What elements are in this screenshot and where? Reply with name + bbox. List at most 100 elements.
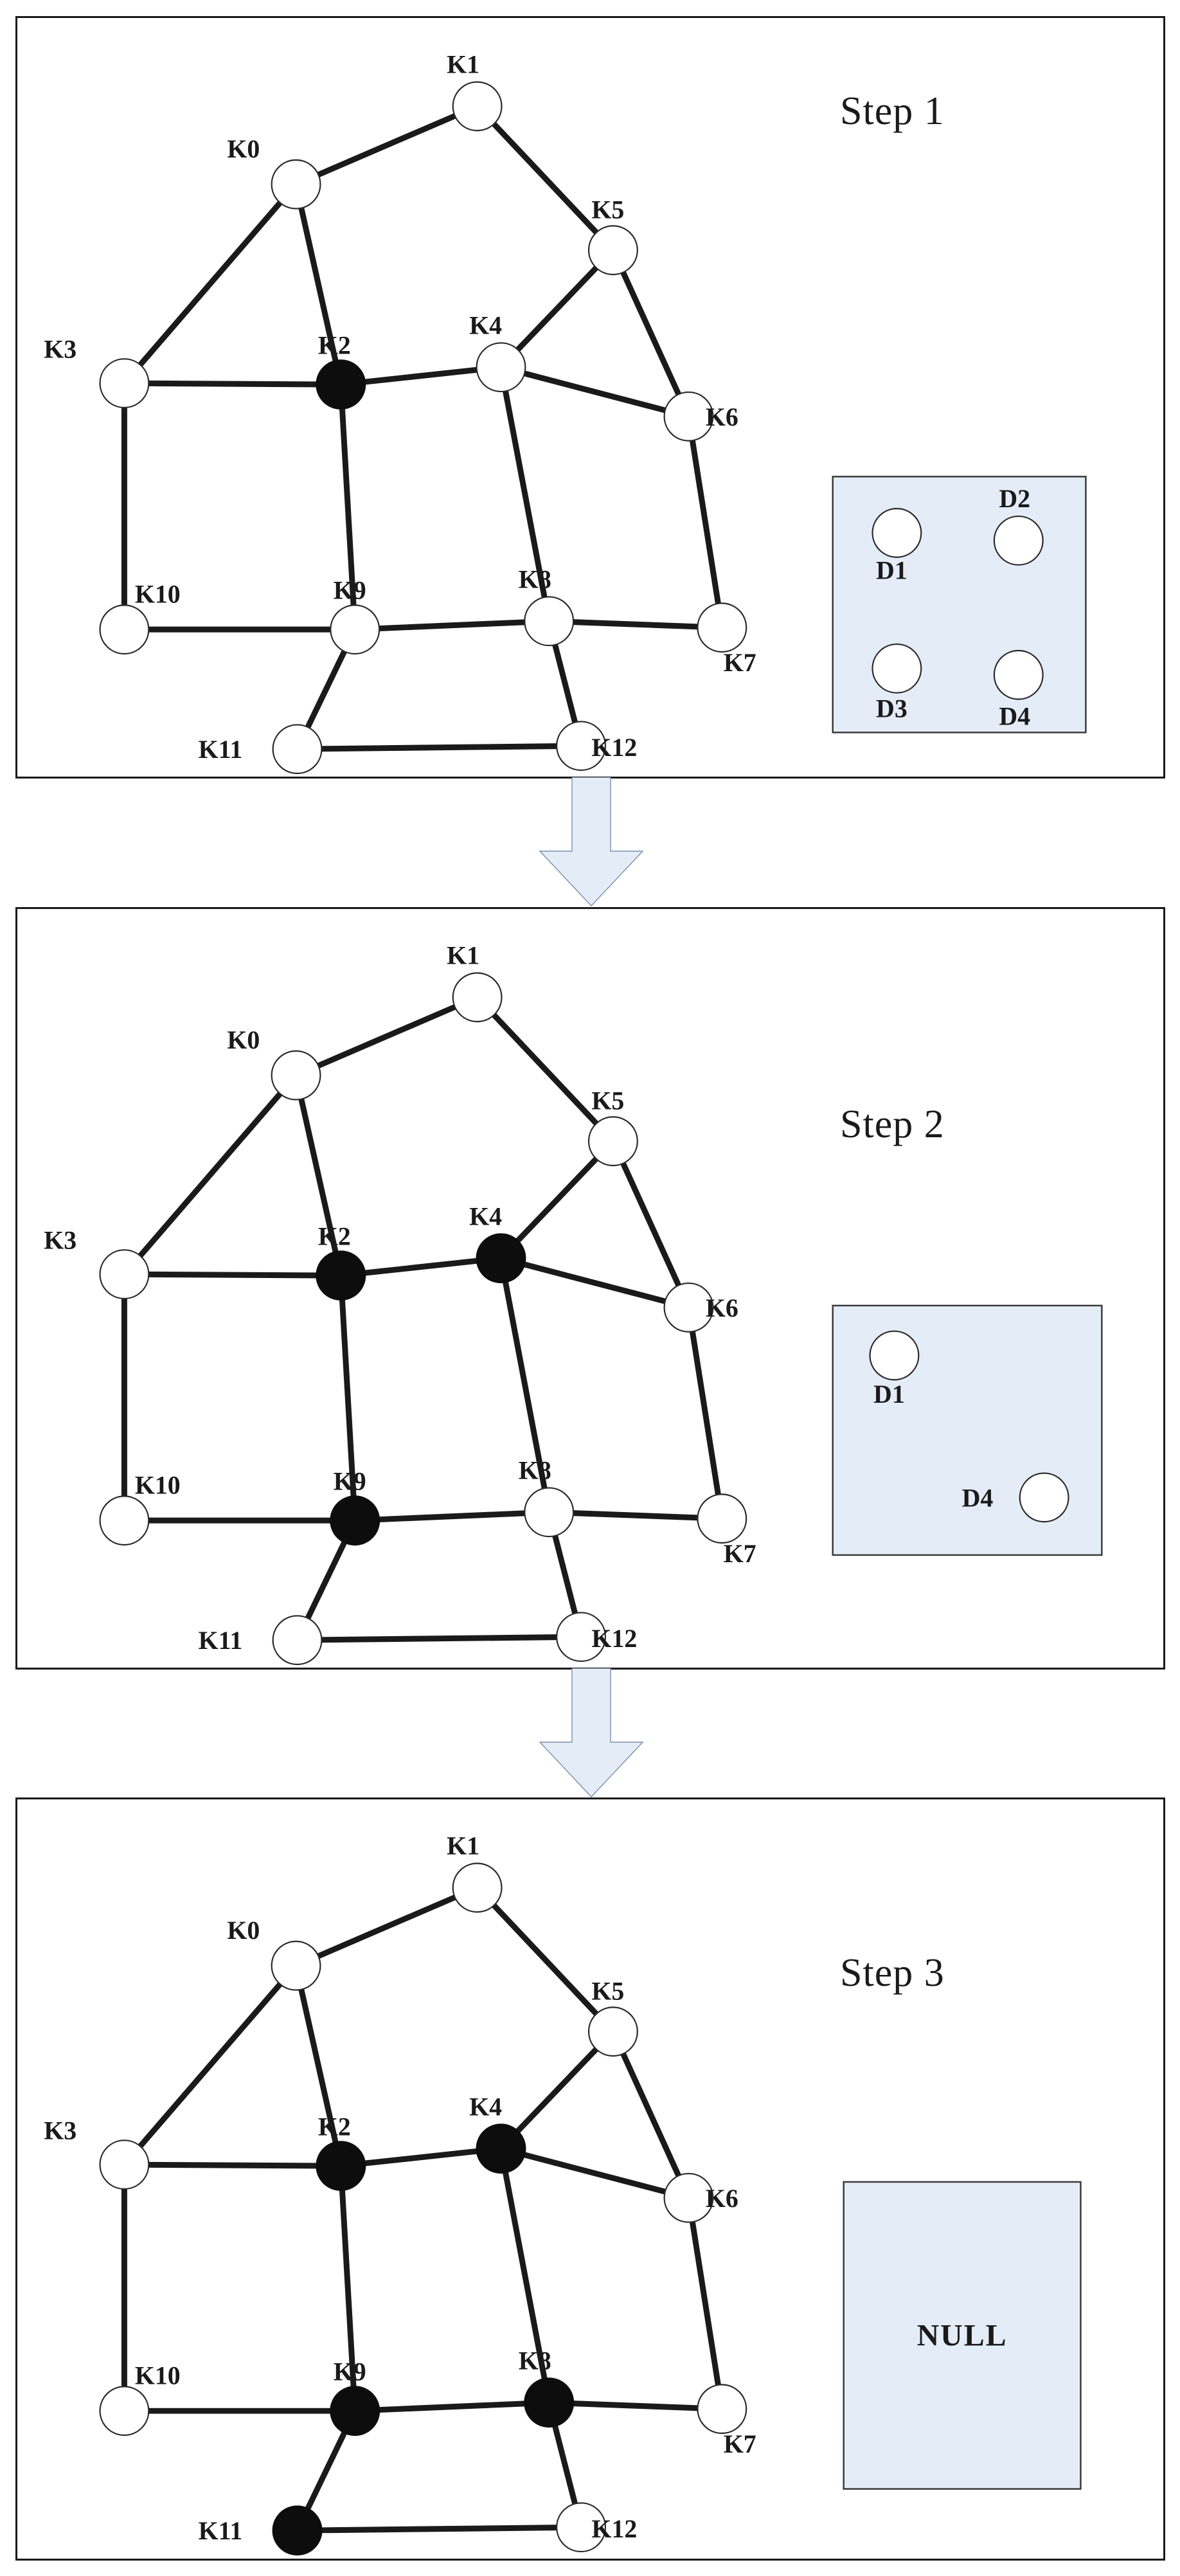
graph-node-label-K3: K3 xyxy=(44,335,76,363)
graph-edge-K5-K6 xyxy=(610,2028,692,2201)
graph-edge-K0-K3 xyxy=(121,1963,299,2168)
graph-node-K0[interactable] xyxy=(271,1050,321,1101)
graph-node-K2[interactable] xyxy=(316,2141,366,2192)
graph-node-label-K3: K3 xyxy=(44,2116,76,2145)
graph-node-K10[interactable] xyxy=(99,1495,150,1546)
graph-node-K6[interactable] xyxy=(663,1282,714,1333)
side-box-step1 xyxy=(832,476,1087,734)
graph-node-label-K5: K5 xyxy=(591,195,624,224)
side-circle-label-D4: D4 xyxy=(999,702,1030,730)
graph-node-K2[interactable] xyxy=(316,359,366,410)
graph-node-K7[interactable] xyxy=(697,2384,747,2435)
side-null-label: NULL xyxy=(917,2319,1008,2353)
graph-node-label-K12: K12 xyxy=(591,1625,637,1653)
graph-node-label-K5: K5 xyxy=(591,1086,624,1115)
graph-edge-K1-K5 xyxy=(474,994,616,1144)
graph-edge-K2-K9 xyxy=(337,381,358,633)
graph-node-K11[interactable] xyxy=(272,724,323,775)
graph-node-label-K11: K11 xyxy=(199,2517,243,2545)
graph-edge-K5-K4 xyxy=(497,1138,616,1261)
graph-node-K3[interactable] xyxy=(99,1249,150,1300)
graph-node-label-K12: K12 xyxy=(591,2515,637,2543)
side-circle-D4[interactable] xyxy=(1019,1472,1069,1523)
graph-edge-K2-K4 xyxy=(337,364,504,388)
graph-node-K5[interactable] xyxy=(587,225,638,276)
graph-node-label-K0: K0 xyxy=(227,1026,260,1054)
graph-node-K1[interactable] xyxy=(452,972,503,1023)
graph-node-K0[interactable] xyxy=(271,1940,321,1991)
graph-node-K8[interactable] xyxy=(524,2377,575,2428)
graph-node-label-K2: K2 xyxy=(318,1222,351,1250)
down-arrow-icon xyxy=(539,777,644,907)
side-circle-D3[interactable] xyxy=(872,643,922,694)
graph-node-label-K4: K4 xyxy=(469,1203,502,1231)
graph-edge-K0-K2 xyxy=(293,1072,344,1279)
graph-node-K4[interactable] xyxy=(476,2123,526,2174)
graph-edge-K4-K8 xyxy=(497,2145,552,2406)
graph-node-K9[interactable] xyxy=(330,604,380,655)
graph-node-label-K2: K2 xyxy=(318,331,351,359)
graph-edge-K4-K6 xyxy=(497,364,692,420)
graph-node-K11[interactable] xyxy=(272,2505,323,2556)
graph-edge-K4-K6 xyxy=(497,1255,692,1311)
graph-node-K12[interactable] xyxy=(556,721,607,771)
graph-edge-K6-K7 xyxy=(686,1304,725,1522)
graph-node-K6[interactable] xyxy=(663,2172,714,2223)
graph-edge-K8-K7 xyxy=(546,618,725,631)
side-circle-label-D3: D3 xyxy=(876,695,907,723)
graph-node-label-K7: K7 xyxy=(724,1540,756,1568)
step-title-3: Step 3 xyxy=(840,1951,945,1995)
graph-node-K9[interactable] xyxy=(330,1495,380,1546)
graph-node-K4[interactable] xyxy=(476,1233,526,1284)
graph-node-K0[interactable] xyxy=(271,159,321,210)
arrow-step2-to-step3 xyxy=(527,1668,656,1799)
graph-edge-K11-K12 xyxy=(294,1634,584,1643)
side-circle-label-D2: D2 xyxy=(999,485,1030,513)
side-circle-D1[interactable] xyxy=(869,1330,920,1381)
graph-node-K4[interactable] xyxy=(476,342,526,393)
graph-node-K5[interactable] xyxy=(587,1116,638,1167)
graph-node-label-K11: K11 xyxy=(199,1626,243,1655)
graph-edge-K0-K1 xyxy=(293,994,481,1079)
graph-edge-K2-K9 xyxy=(337,1272,358,1524)
graph-node-label-K12: K12 xyxy=(591,734,637,762)
graph-node-label-K11: K11 xyxy=(199,735,243,764)
graph-node-K8[interactable] xyxy=(524,596,575,647)
graph-node-K10[interactable] xyxy=(99,604,150,655)
graph-node-label-K9: K9 xyxy=(334,576,366,604)
graph-edge-K8-K7 xyxy=(546,2399,725,2412)
graph-node-K6[interactable] xyxy=(663,391,714,442)
side-circle-label-D1: D1 xyxy=(873,1380,905,1409)
side-panel-step3: NULL xyxy=(843,2181,1082,2490)
side-circle-D1[interactable] xyxy=(872,508,922,558)
graph-node-label-K6: K6 xyxy=(706,2184,738,2213)
graph-node-K10[interactable] xyxy=(99,2386,150,2436)
graph-edge-K6-K7 xyxy=(686,413,725,631)
graph-node-K9[interactable] xyxy=(330,2386,380,2436)
graph-edge-K1-K5 xyxy=(474,1884,616,2035)
graph-node-K11[interactable] xyxy=(272,1615,323,1666)
graph-node-K8[interactable] xyxy=(524,1487,575,1538)
graph-edge-K8-K7 xyxy=(546,1509,725,1522)
graph-node-K12[interactable] xyxy=(556,1612,607,1662)
graph-edge-K5-K4 xyxy=(497,2028,616,2152)
graph-node-K1[interactable] xyxy=(452,1862,503,1913)
graph-node-K3[interactable] xyxy=(99,2139,150,2190)
graph-node-K7[interactable] xyxy=(697,602,747,653)
side-circle-D4[interactable] xyxy=(993,649,1044,700)
side-circle-D2[interactable] xyxy=(993,515,1044,566)
graph-node-K5[interactable] xyxy=(587,2006,638,2057)
graph-node-K1[interactable] xyxy=(452,81,503,132)
graph-node-K12[interactable] xyxy=(556,2502,607,2553)
graph-node-K3[interactable] xyxy=(99,358,150,409)
side-circle-label-D4: D4 xyxy=(962,1484,994,1512)
graph-edge-K2-K9 xyxy=(337,2163,358,2414)
graph-node-K7[interactable] xyxy=(697,1493,747,1544)
graph-node-K2[interactable] xyxy=(316,1250,366,1301)
